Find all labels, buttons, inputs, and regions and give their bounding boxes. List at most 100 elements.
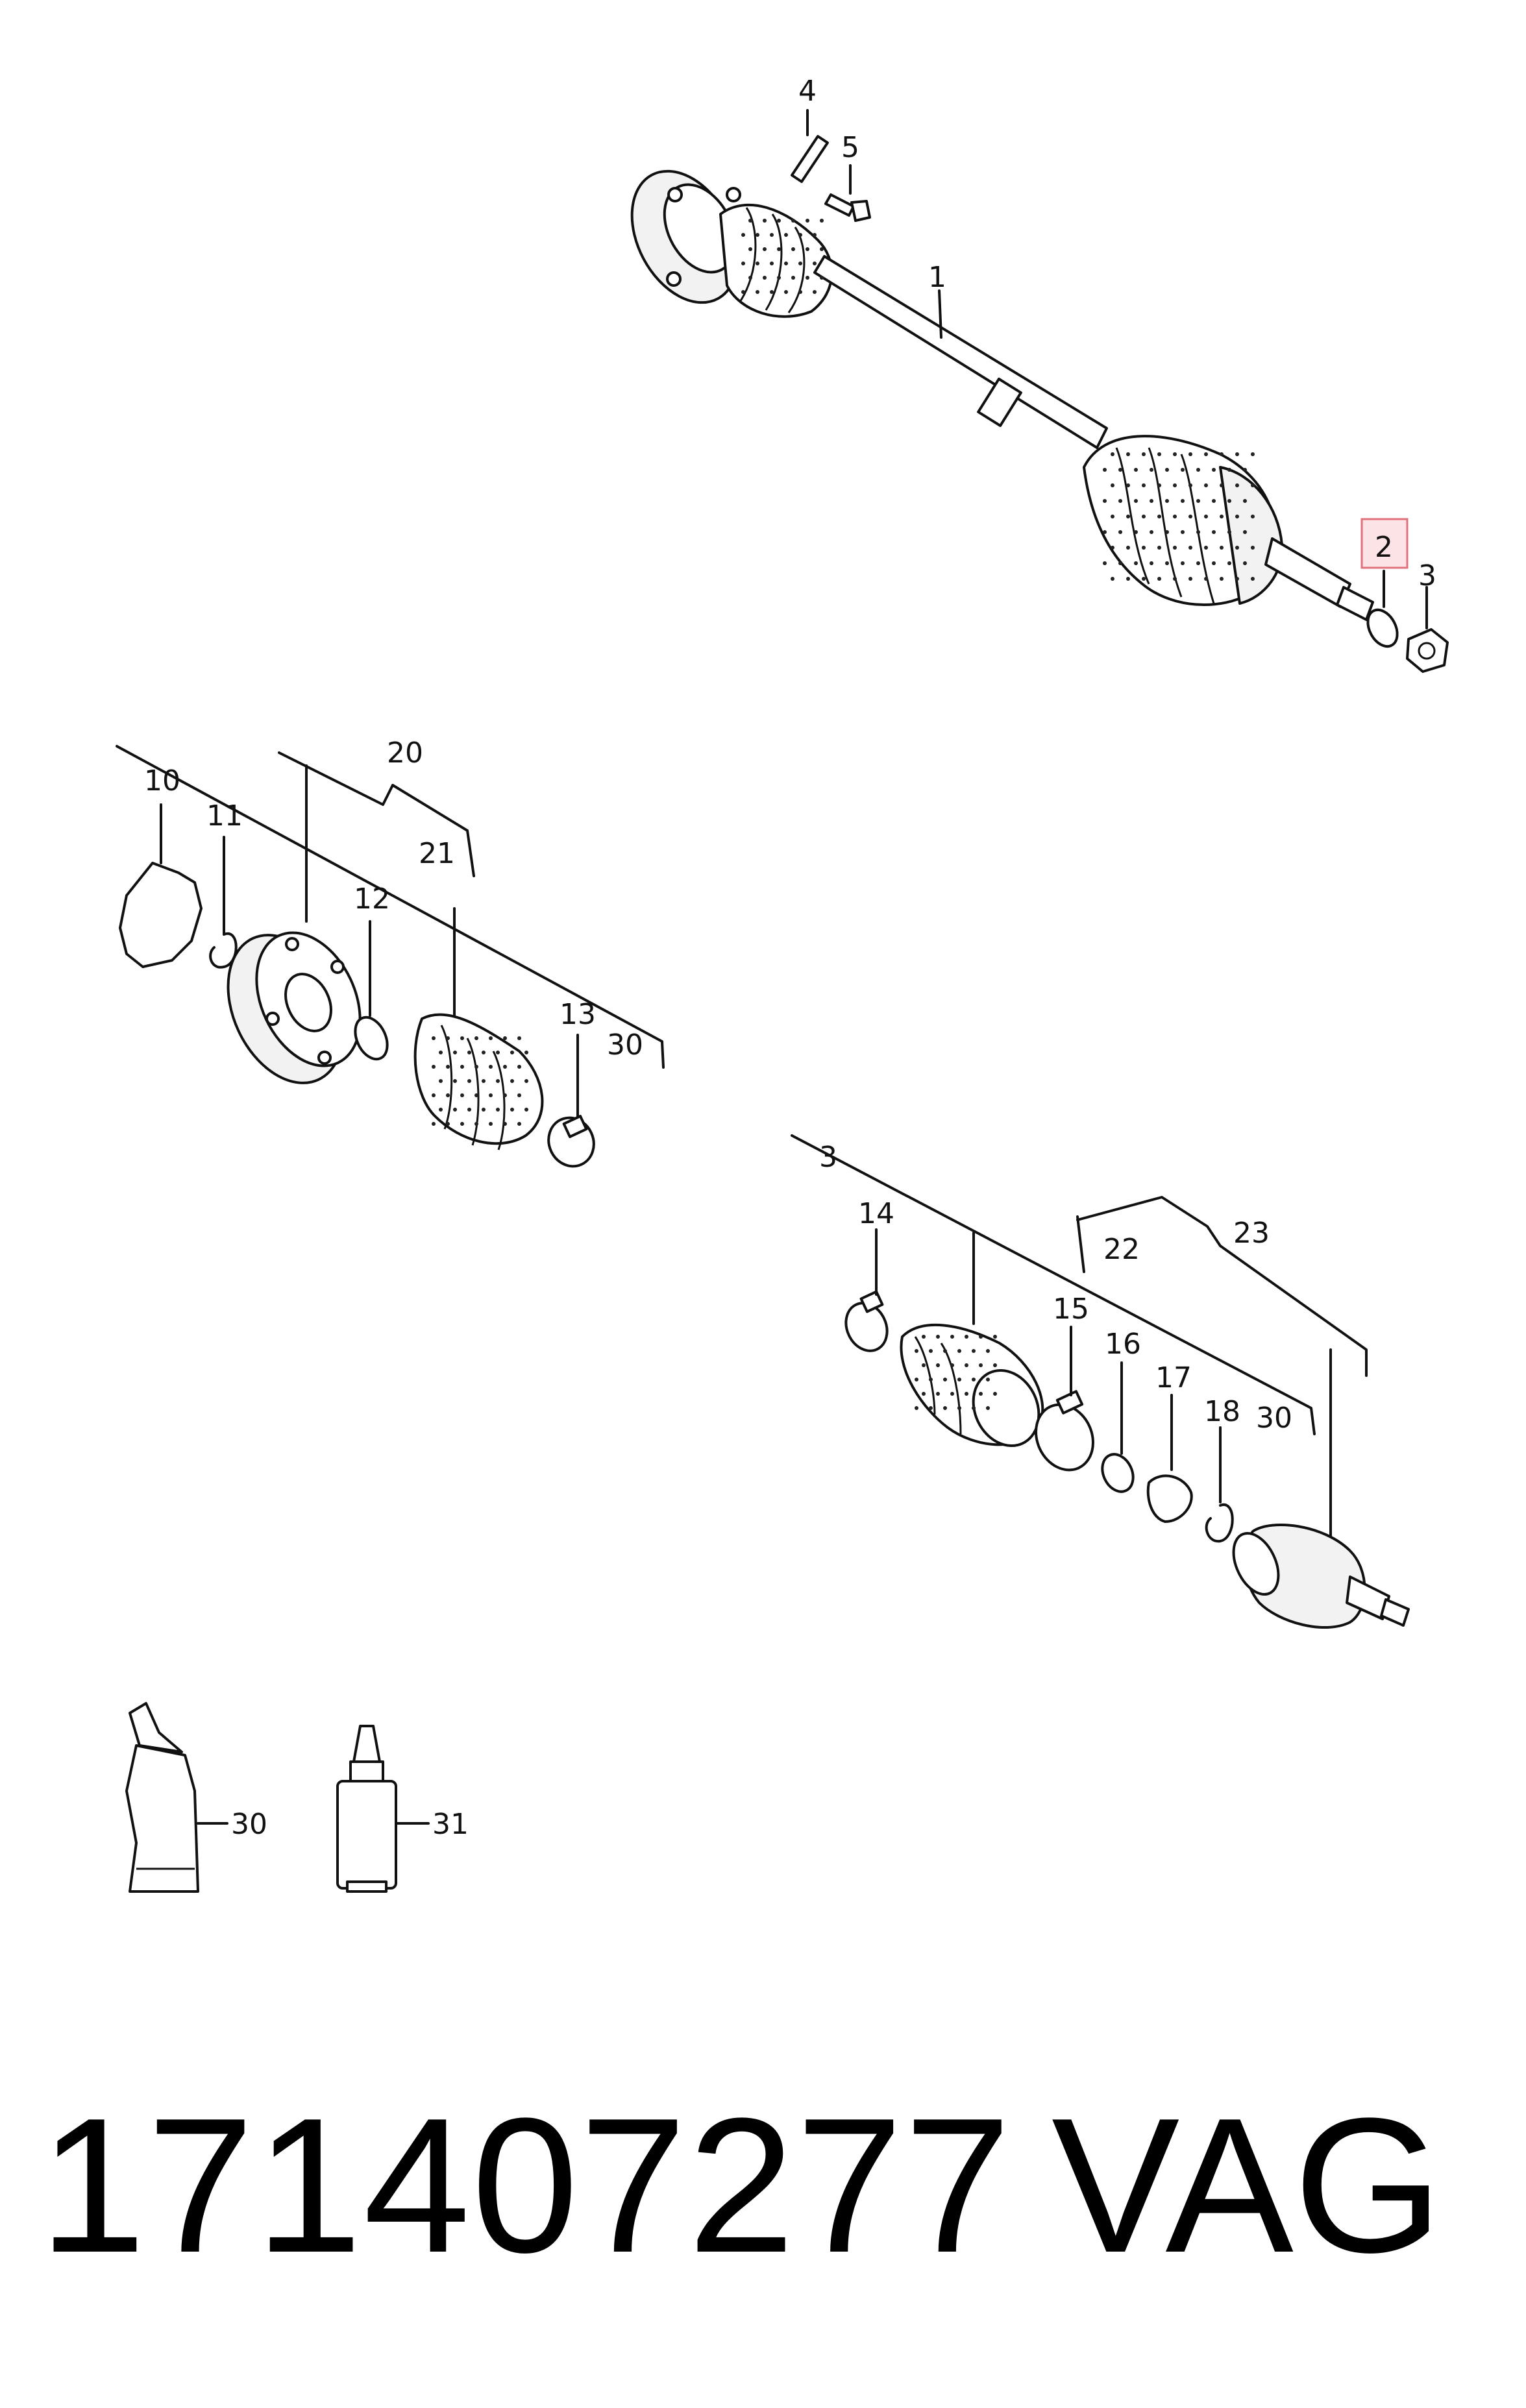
boot-dot xyxy=(791,247,795,251)
boot-dot xyxy=(972,1378,976,1381)
boot-texture-top xyxy=(741,219,1255,581)
boot-dot xyxy=(1220,577,1224,581)
boot-dot xyxy=(950,1363,954,1367)
boot-dot xyxy=(820,247,824,251)
boot-dot xyxy=(972,1406,976,1410)
boot-dot xyxy=(1227,561,1231,565)
boot-dot xyxy=(432,1122,436,1126)
boot-dot xyxy=(813,261,817,265)
boot-dot xyxy=(524,1051,528,1054)
boot-dot xyxy=(1196,561,1200,565)
boot-dot xyxy=(460,1036,464,1040)
boot-dot xyxy=(915,1378,918,1381)
callout-21: 21 xyxy=(419,837,455,870)
boot-dot xyxy=(965,1335,968,1339)
boot-dot xyxy=(1173,483,1177,487)
boot-dot xyxy=(474,1036,478,1040)
boot-dot xyxy=(1173,515,1177,518)
boot-dot xyxy=(1118,561,1122,565)
boot-dot xyxy=(1126,546,1130,550)
boot-dot xyxy=(763,219,767,223)
boot-dot xyxy=(1243,530,1247,534)
boot-dot xyxy=(489,1036,493,1040)
boot-dot xyxy=(1243,499,1247,503)
boot-dot xyxy=(922,1335,926,1339)
boot-dot xyxy=(453,1108,457,1112)
boot-dot xyxy=(929,1349,933,1353)
callout-14: 14 xyxy=(858,1197,894,1230)
boot-dot xyxy=(1204,452,1208,456)
boot-dot xyxy=(1251,483,1255,487)
boot-dot xyxy=(1134,561,1138,565)
callout-30-grease: 30 xyxy=(231,1808,267,1841)
boot-dot xyxy=(446,1093,450,1097)
boot-dot xyxy=(474,1093,478,1097)
boot-dot xyxy=(922,1363,926,1367)
boot-dot xyxy=(741,233,745,237)
boot-dot xyxy=(1204,483,1208,487)
boot-dot xyxy=(1204,577,1208,581)
callout-2: 2 xyxy=(1375,531,1393,564)
boot-dot xyxy=(748,276,752,280)
boot-dot xyxy=(1243,561,1247,565)
boot-dot xyxy=(1142,546,1146,550)
boot-dot xyxy=(943,1406,947,1410)
boot-dot xyxy=(820,219,824,223)
callout-17: 17 xyxy=(1155,1361,1192,1394)
boot-dot xyxy=(1173,577,1177,581)
boot-dot xyxy=(460,1093,464,1097)
boot-dot xyxy=(496,1051,500,1054)
boot-dot xyxy=(813,233,817,237)
boot-dot xyxy=(806,276,809,280)
boot-dot xyxy=(784,261,788,265)
inner-joint-kit xyxy=(116,745,665,1168)
boot-dot xyxy=(1196,530,1200,534)
callout-15: 15 xyxy=(1053,1293,1089,1326)
boot-dot xyxy=(1235,546,1239,550)
boot-dot xyxy=(1220,452,1224,456)
callout-16: 16 xyxy=(1105,1328,1141,1361)
boot-dot xyxy=(756,261,759,265)
callout-22: 22 xyxy=(1103,1233,1140,1266)
boot-dot xyxy=(1227,499,1231,503)
boot-dot xyxy=(503,1036,507,1040)
boot-dot xyxy=(777,219,781,223)
boot-dot xyxy=(467,1108,471,1112)
boot-dot xyxy=(517,1122,521,1126)
boot-dot xyxy=(1157,452,1161,456)
boot-dot xyxy=(936,1392,940,1396)
boot-dot xyxy=(986,1406,990,1410)
boot-dot xyxy=(1196,468,1200,472)
boot-dot xyxy=(1157,546,1161,550)
boot-dot xyxy=(524,1108,528,1112)
boot-dot xyxy=(1142,515,1146,518)
boot-dot xyxy=(503,1093,507,1097)
boot-dot xyxy=(1235,452,1239,456)
boot-dot xyxy=(950,1392,954,1396)
boot-dot xyxy=(1165,530,1169,534)
boot-dot xyxy=(1188,452,1192,456)
boot-dot xyxy=(496,1108,500,1112)
boot-dot xyxy=(1188,483,1192,487)
boot-dot xyxy=(489,1065,493,1069)
boot-dot xyxy=(1165,468,1169,472)
boot-dot xyxy=(777,276,781,280)
boot-dot xyxy=(986,1349,990,1353)
boot-dot xyxy=(1118,530,1122,534)
callout-30-kit-inner: 30 xyxy=(607,1028,643,1062)
boot-dot xyxy=(474,1122,478,1126)
callout-23: 23 xyxy=(1233,1217,1270,1250)
boot-dot xyxy=(1118,499,1122,503)
boot-dot xyxy=(1220,515,1224,518)
boot-dot xyxy=(517,1036,521,1040)
boot-dot xyxy=(784,233,788,237)
boot-dot xyxy=(1111,515,1114,518)
boot-dot xyxy=(1251,515,1255,518)
boot-dot xyxy=(446,1036,450,1040)
boot-dot xyxy=(1235,515,1239,518)
boot-dot xyxy=(806,219,809,223)
boot-dot xyxy=(993,1363,997,1367)
boot-dot xyxy=(439,1108,443,1112)
boot-dot xyxy=(763,276,767,280)
boot-dot xyxy=(915,1349,918,1353)
